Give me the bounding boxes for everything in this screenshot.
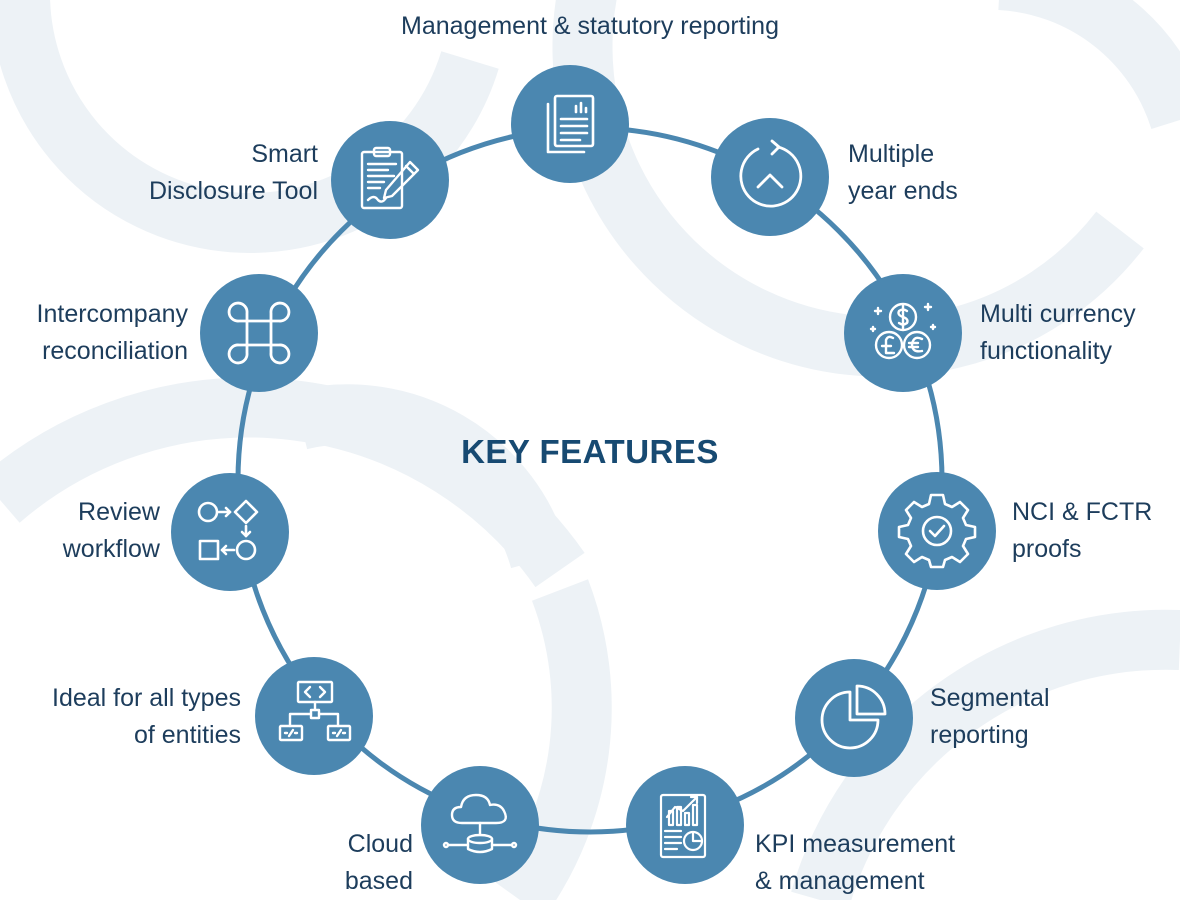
document-pen-icon <box>360 146 420 210</box>
review-workflow-node[interactable] <box>171 473 289 591</box>
kpi-label: KPI measurement& management <box>755 830 956 895</box>
code-hierarchy-icon <box>278 680 352 742</box>
kpi-node[interactable] <box>626 766 744 884</box>
disclosure-tool-node[interactable] <box>331 121 449 239</box>
refresh-cycle-icon <box>739 139 803 208</box>
workflow-icon <box>197 499 259 561</box>
command-key-icon <box>227 301 291 365</box>
key-features-title: KEY FEATURES <box>461 433 719 470</box>
multiple-year-ends-node[interactable] <box>711 118 829 236</box>
currency-coins-icon <box>869 302 937 360</box>
management-reporting-node[interactable] <box>511 65 629 183</box>
segmental-reporting-node[interactable] <box>795 659 913 777</box>
intercompany-node[interactable] <box>200 274 318 392</box>
cloud-node[interactable] <box>421 766 539 884</box>
nci-fctr-node[interactable] <box>878 472 996 590</box>
cloud-database-icon <box>442 793 518 854</box>
multi-currency-node[interactable] <box>844 274 962 392</box>
pie-chart-icon <box>820 684 887 750</box>
management-reporting-label: Management & statutory reporting <box>401 12 779 40</box>
gear-check-icon <box>897 493 977 569</box>
kpi-report-icon <box>659 793 707 859</box>
entities-node[interactable] <box>255 657 373 775</box>
report-document-icon <box>546 94 595 154</box>
